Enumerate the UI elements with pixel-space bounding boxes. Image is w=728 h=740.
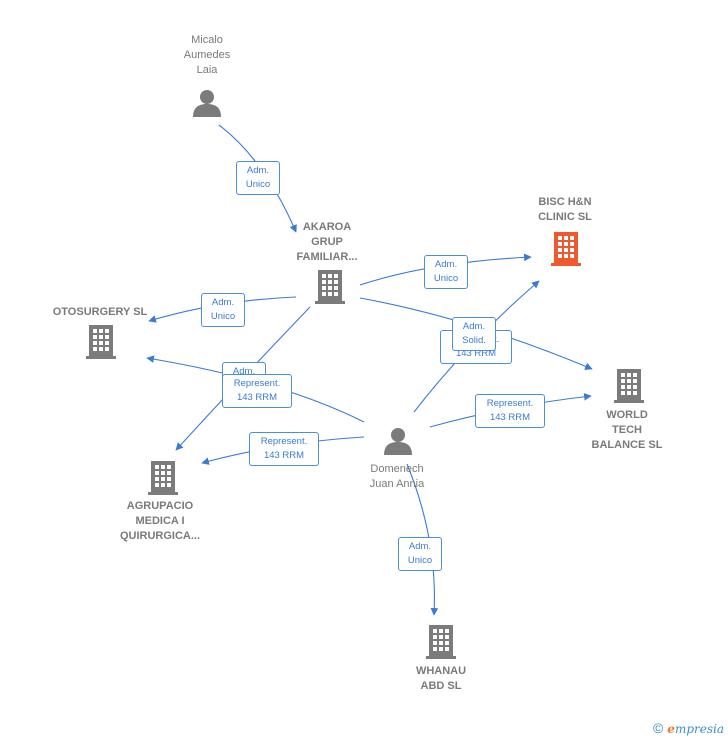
node-label-micalo[interactable]: Micalo Aumedes Laia (183, 34, 231, 76)
edge-label-micalo-akaroa: Adm. Unico (236, 161, 280, 195)
edge-label-akaroa-otosurgery: Adm. Unico (201, 293, 245, 327)
building-icon-highlighted[interactable] (551, 232, 581, 266)
edge-label-domenech-bisc: Adm. Solid. (452, 317, 496, 351)
node-label-domenech[interactable]: Domenech Juan Annia (369, 463, 425, 490)
footer-branding: ©empresia (653, 720, 724, 736)
edge-label-akaroa-bisc: Adm. Unico (424, 255, 468, 289)
node-label-otosurgery[interactable]: OTOSURGERY SL (52, 306, 148, 318)
brand-logo[interactable]: empresia (667, 722, 724, 736)
edge-label-domenech-world: Represent. 143 RRM (475, 394, 545, 428)
building-icon[interactable] (315, 270, 345, 304)
copyright-icon: © (652, 720, 664, 736)
node-label-world[interactable]: WORLD TECH BALANCE SL (591, 409, 663, 451)
node-icons (86, 90, 644, 659)
edge-label-domenech-agrupacio: Represent. 143 RRM (249, 432, 319, 466)
building-icon[interactable] (614, 369, 644, 403)
edge-label-domenech-whanau: Adm. Unico (398, 537, 442, 571)
building-icon[interactable] (426, 625, 456, 659)
node-label-akaroa[interactable]: AKAROA GRUP FAMILIAR... (296, 221, 358, 263)
node-label-agrupacio[interactable]: AGRUPACIO MEDICA I QUIRURGICA... (119, 500, 201, 542)
person-icon[interactable] (384, 428, 412, 455)
person-icon[interactable] (193, 90, 221, 117)
node-label-bisc[interactable]: BISC H&N CLINIC SL (538, 196, 592, 223)
edge-label-domenech-otosurgery: Represent. 143 RRM (222, 374, 292, 408)
building-icon[interactable] (148, 461, 178, 495)
building-icon[interactable] (86, 325, 116, 359)
node-label-whanau[interactable]: WHANAU ABD SL (415, 665, 467, 692)
